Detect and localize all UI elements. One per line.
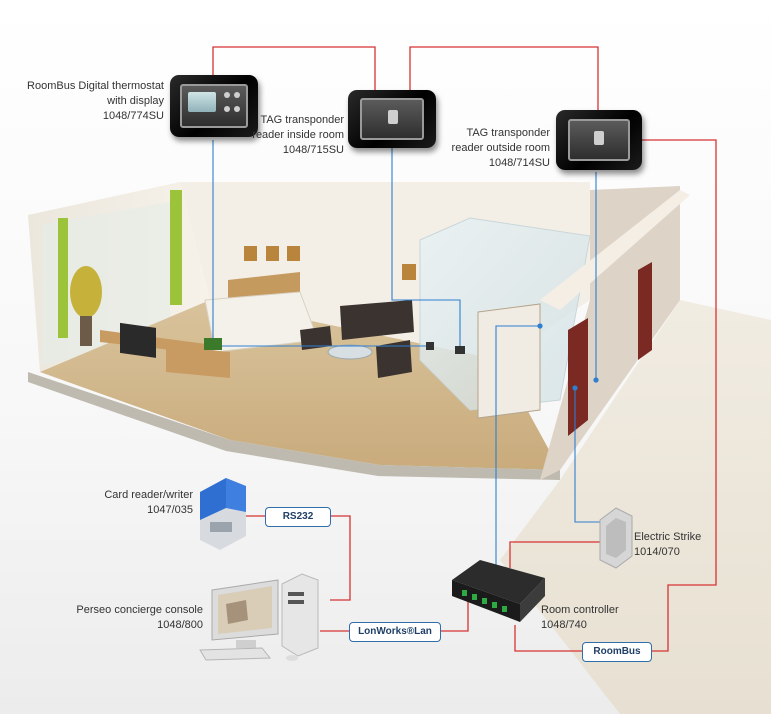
console-label: Perseo concierge console 1048/800 — [76, 604, 203, 631]
strike-endpoint — [572, 385, 578, 391]
floor-edge — [28, 372, 560, 480]
thermostat-display-icon — [188, 92, 216, 112]
wall-devices — [204, 338, 465, 354]
rs232-line — [330, 515, 351, 601]
corridor-wall-top — [540, 190, 690, 310]
sofa — [340, 300, 414, 340]
plant-pot — [80, 316, 92, 346]
room-controller-device — [452, 560, 545, 622]
roombus-to-controller — [514, 625, 582, 652]
bathroom-door — [477, 303, 541, 419]
reader-inside-panel — [348, 90, 436, 148]
thermostat-button-icon — [234, 92, 240, 98]
card-reader-label: Card reader/writer 1047/035 — [104, 489, 193, 516]
lonworks-tag: LonWorks®Lan — [349, 622, 441, 642]
bus-wiring — [212, 46, 717, 652]
curtain-left — [58, 218, 68, 338]
room-switch-wall-unit — [426, 342, 434, 350]
ottoman — [300, 326, 332, 350]
coffee-table — [327, 344, 373, 360]
electric-strike-device — [599, 507, 633, 569]
wall-picture-3 — [287, 246, 300, 261]
controller-endpoint — [537, 323, 543, 329]
reader-inside-label: TAG transponder reader inside room 1048/… — [252, 114, 344, 156]
tv — [120, 322, 156, 358]
thermostat-screen — [180, 84, 248, 128]
reader-inside-screen — [360, 98, 424, 140]
reader-outside-screen — [568, 119, 630, 161]
thermostat-wall-unit — [204, 338, 222, 350]
armchair — [376, 340, 412, 378]
thermostat-panel — [170, 75, 258, 137]
corridor-floor — [500, 300, 771, 714]
room-door — [568, 318, 588, 436]
thermostat-label: RoomBus Digital thermostat with display … — [27, 80, 164, 122]
plant — [70, 266, 102, 318]
side-table — [166, 346, 230, 378]
reader-outside-panel — [556, 110, 642, 170]
wall-picture-2 — [266, 246, 279, 261]
reader-inside-drop — [391, 148, 461, 350]
window-frame — [42, 202, 170, 365]
controller-label: Room controller 1048/740 — [541, 604, 619, 631]
curtain-right — [170, 190, 182, 305]
thermostat-button-icon — [234, 106, 240, 112]
card-slot-icon — [594, 131, 604, 145]
concierge-console-device — [199, 573, 319, 661]
bus-thermostat-to-reader-inside — [212, 46, 376, 92]
bus-reader-inside-to-reader-outside — [409, 46, 599, 112]
wall-picture-4 — [402, 264, 416, 280]
wall-picture-1 — [244, 246, 257, 261]
room-illustration — [28, 182, 771, 714]
lonworks-to-controller — [441, 596, 469, 632]
reader-inside-wall-unit — [455, 346, 465, 354]
next-door — [638, 262, 652, 360]
roombus-tag: RoomBus — [582, 642, 652, 662]
thermostat-button-icon — [224, 92, 230, 98]
card-slot-icon — [388, 110, 398, 124]
card-reader-device — [200, 478, 246, 550]
strike-label: Electric Strike 1014/070 — [634, 531, 702, 558]
controller-riser — [495, 325, 540, 570]
reader-outside-endpoint — [593, 377, 599, 383]
rs232-tag: RS232 — [265, 507, 331, 527]
roombus-main-line — [640, 139, 717, 652]
reader-outside-label: TAG transponder reader outside room 1048… — [451, 127, 550, 169]
thermostat-button-icon — [224, 106, 230, 112]
